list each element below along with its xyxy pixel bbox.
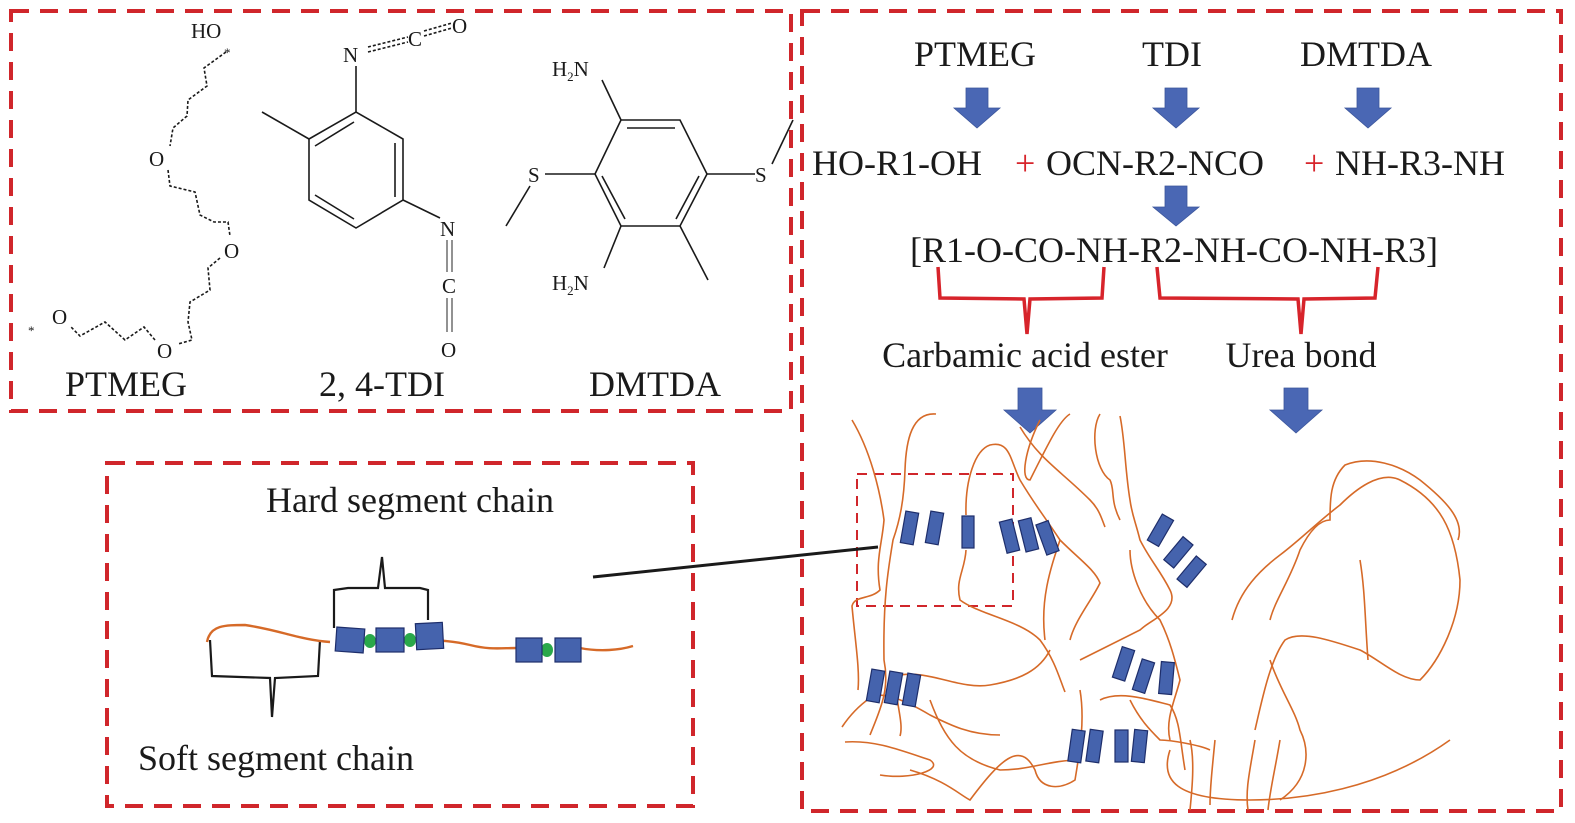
- ptmeg-o-2: O: [224, 239, 239, 263]
- segment-frame: [105, 461, 695, 808]
- arrow-down-icon: [1151, 87, 1201, 129]
- dmtda-h2n-top: H2N: [552, 57, 589, 84]
- dmtda-s-right: S: [755, 163, 767, 187]
- arrow-down-icon: [1343, 87, 1393, 129]
- dmtda-structure: H2N H2N S S: [505, 57, 794, 298]
- arrow-down-icon: [1268, 387, 1324, 434]
- hard-segment-block: [901, 672, 922, 708]
- equation-term-2: OCN-R2-NCO: [1046, 143, 1264, 183]
- hard-segment-block: [554, 637, 582, 663]
- label-urea-bond: Urea bond: [1226, 335, 1377, 375]
- hard-segment-block: [1176, 555, 1208, 589]
- reaction-frame: [800, 9, 1563, 813]
- plus-sign-1: +: [1015, 143, 1035, 183]
- arrow-down-icon: [952, 87, 1002, 129]
- brace-carbamate: [936, 266, 1106, 335]
- tdi-o-top: O: [452, 14, 467, 38]
- hard-segment-block: [1017, 517, 1040, 553]
- equation-term-1: HO-R1-OH: [812, 143, 982, 183]
- tdi-c-bottom: C: [442, 274, 456, 298]
- hard-segment-block: [1162, 535, 1194, 569]
- tdi-n-bottom: N: [440, 217, 455, 241]
- hard-segment-block: [1035, 519, 1060, 556]
- arrow-down-icon: [1151, 185, 1201, 227]
- linker-node: [404, 633, 416, 647]
- dmtda-s-left: S: [528, 163, 540, 187]
- hard-segment-block: [899, 510, 920, 546]
- brace-soft-segment: [208, 639, 322, 718]
- hard-segment-block: [924, 510, 945, 546]
- label-dmtda: DMTDA: [589, 364, 721, 404]
- ptmeg-o-3: O: [157, 339, 172, 363]
- ptmeg-star-bottom: *: [28, 323, 35, 338]
- hard-segment-block: [1067, 728, 1086, 764]
- linker-node: [541, 643, 553, 657]
- equation-term-3: NH-R3-NH: [1335, 143, 1505, 183]
- reactant-dmtda: DMTDA: [1300, 34, 1432, 74]
- hard-segment-block: [961, 515, 975, 549]
- hard-segment-block: [1157, 660, 1176, 696]
- polymer-network: [841, 413, 1461, 811]
- reactant-ptmeg: PTMEG: [914, 34, 1036, 74]
- hard-segment-block: [998, 518, 1021, 554]
- label-tdi: 2, 4-TDI: [319, 364, 445, 404]
- hard-segment-block: [1114, 729, 1129, 763]
- soft-chain-line: [205, 623, 331, 644]
- ptmeg-star-top: *: [224, 45, 231, 60]
- hard-segment-block: [1130, 728, 1149, 764]
- hard-segment-block: [1111, 645, 1136, 682]
- tdi-o-bottom: O: [441, 338, 456, 362]
- hard-segment-block: [1131, 658, 1156, 695]
- hard-segment-block: [414, 621, 445, 651]
- linker-node: [364, 634, 376, 648]
- label-ptmeg: PTMEG: [65, 364, 187, 404]
- reactant-tdi: TDI: [1142, 34, 1202, 74]
- hard-segment-blocks: [865, 510, 1208, 764]
- hard-segment-block: [865, 668, 886, 704]
- tdi-c-top: C: [408, 27, 422, 51]
- tdi-structure: N C O N C O: [261, 14, 467, 362]
- product-formula: [R1-O-CO-NH-R2-NH-CO-NH-R3]: [910, 230, 1438, 270]
- brace-urea: [1155, 266, 1380, 335]
- hard-segment-block: [375, 627, 405, 653]
- monomers-frame: [9, 9, 793, 413]
- hard-segment-block: [334, 626, 366, 654]
- ptmeg-o-1: O: [149, 147, 164, 171]
- plus-sign-2: +: [1304, 143, 1324, 183]
- zoom-connector-line: [592, 545, 879, 579]
- brace-hard-segment: [332, 556, 430, 628]
- arrow-down-icon: [1002, 387, 1058, 434]
- ptmeg-structure: HO * O O O O *: [28, 19, 239, 363]
- hard-segment-block: [1146, 513, 1175, 548]
- soft-chain-line: [579, 644, 634, 652]
- ptmeg-o-4: O: [52, 305, 67, 329]
- label-hard-segment: Hard segment chain: [266, 480, 554, 520]
- label-carbamic-acid-ester: Carbamic acid ester: [882, 335, 1168, 375]
- ptmeg-ho-label: HO: [191, 19, 221, 43]
- hard-segment-block: [883, 670, 904, 706]
- label-soft-segment: Soft segment chain: [138, 738, 414, 778]
- tdi-n-top: N: [343, 43, 358, 67]
- dmtda-h2n-bottom: H2N: [552, 271, 589, 298]
- hard-segment-block: [1085, 728, 1104, 764]
- hard-segment-block: [515, 637, 543, 663]
